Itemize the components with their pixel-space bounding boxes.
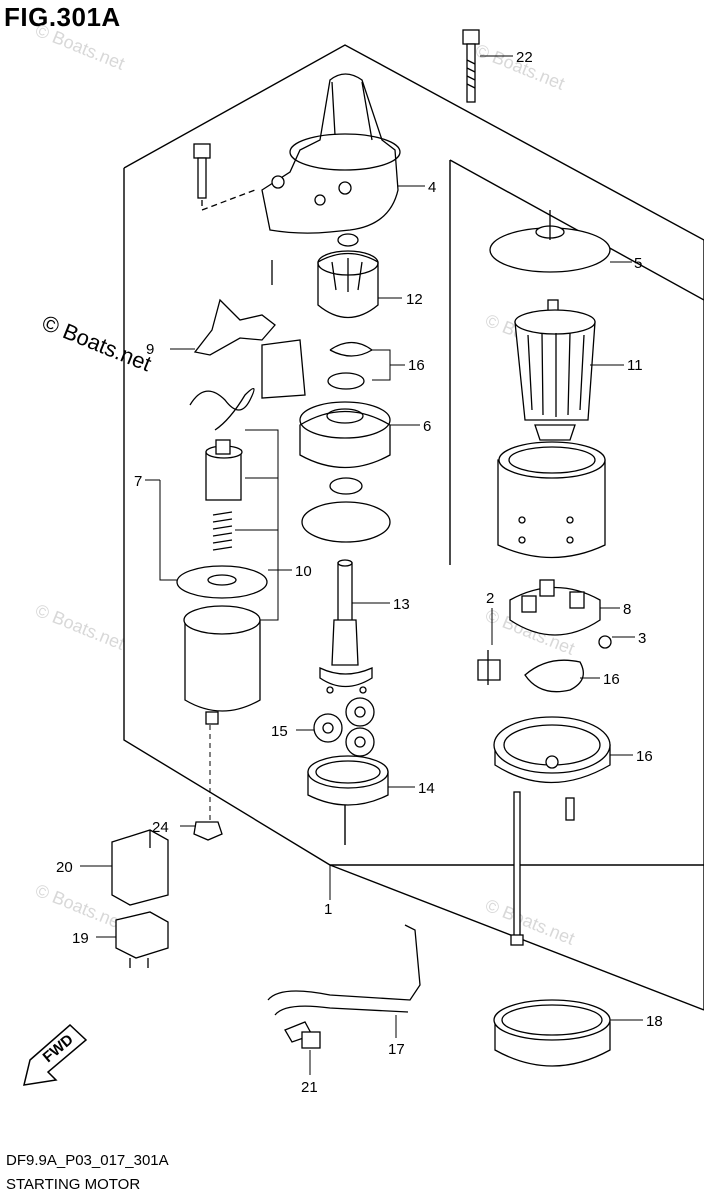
- spring-part: [212, 511, 233, 551]
- spring-wire-part: [189, 388, 255, 431]
- washer-plate-part: [176, 565, 268, 599]
- bolt-part: [284, 1021, 321, 1049]
- callout-16b: 16: [603, 671, 620, 688]
- bracket-part: [267, 924, 421, 1016]
- internal-gear-part: [307, 755, 389, 806]
- band-part: [493, 999, 611, 1067]
- callout-23: 22: [516, 49, 533, 66]
- solenoid-housing-part: [261, 73, 401, 234]
- callout-14: 14: [418, 780, 435, 797]
- end-cover-part: [493, 716, 611, 784]
- callout-6: 6: [423, 418, 431, 435]
- callout-1: 1: [324, 901, 332, 918]
- callout-20: 19: [72, 930, 89, 947]
- leader-lines: [80, 55, 643, 1075]
- solenoid-body-part: [183, 605, 261, 725]
- relay-part: [115, 911, 169, 968]
- callout-5: 5: [634, 255, 642, 272]
- fwd-arrow-icon: FWD: [23, 1023, 88, 1086]
- callout-4: 4: [428, 179, 436, 196]
- figure-caption: STARTING MOTOR: [6, 1176, 141, 1193]
- lever-part: [193, 260, 306, 399]
- callout-16: 16: [408, 357, 425, 374]
- callout-3: 3: [638, 630, 646, 647]
- callout-labels: 4 22 5 12 9 16 11 6 7 10 13 2 8 3 16 15 …: [56, 49, 663, 1096]
- callout-18: 17: [388, 1041, 405, 1058]
- figure-title: FIG.301A: [4, 2, 121, 32]
- armature-part: [514, 299, 596, 441]
- through-bolt-part: [510, 791, 575, 946]
- callout-21: 20: [56, 859, 73, 876]
- planetary-gear-part: [313, 697, 375, 757]
- yoke-part: [299, 401, 391, 469]
- motor-case-part: [497, 441, 606, 559]
- plate-part: [524, 659, 584, 693]
- shaft-part: [319, 559, 373, 694]
- callout-15: 15: [271, 723, 288, 740]
- callout-2: 2: [486, 590, 494, 607]
- callout-10: 10: [295, 563, 312, 580]
- callout-12: 12: [406, 291, 423, 308]
- callout-19: 18: [646, 1013, 663, 1030]
- assembly-outline: [123, 44, 704, 1011]
- plate-part: [489, 210, 611, 273]
- relay-part: [111, 829, 169, 906]
- pinion-part: [317, 233, 379, 318]
- bolt-part: [193, 143, 256, 211]
- callout-8: 8: [623, 601, 631, 618]
- callout-22: 21: [301, 1079, 318, 1096]
- plunger-part: [205, 439, 243, 501]
- callout-13: 13: [393, 596, 410, 613]
- callout-7: 7: [134, 473, 142, 490]
- figure-code: DF9.9A_P03_017_301A: [6, 1152, 169, 1169]
- brush-holder-part: [477, 579, 612, 685]
- callout-17: 16: [636, 748, 653, 765]
- callout-9: 9: [146, 341, 154, 358]
- callout-24: 24: [152, 819, 169, 836]
- bolt-part: [462, 29, 480, 103]
- nut-part: [193, 821, 223, 841]
- callout-11: 11: [627, 357, 643, 374]
